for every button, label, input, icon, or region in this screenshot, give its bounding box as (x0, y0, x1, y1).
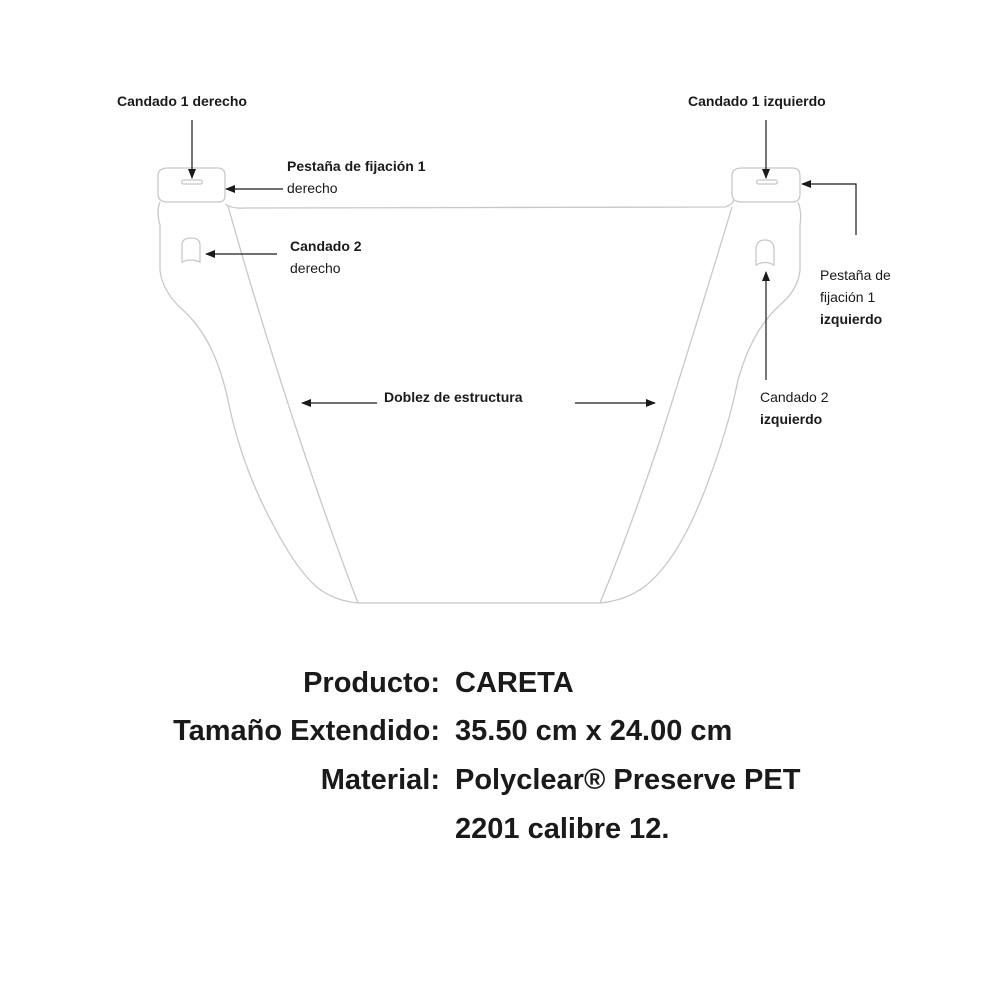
label-candado2-derecho: Candado 2 derecho (290, 238, 362, 276)
left-tab-outline (157, 167, 226, 203)
spec-producto-label: Producto: (303, 667, 440, 699)
label-candado1-izquierdo: Candado 1 izquierdo (688, 93, 826, 109)
left-slot-2 (181, 237, 201, 263)
right-fold-line (599, 206, 733, 604)
top-edge (224, 199, 735, 209)
arrow-pestana-izquierdo (801, 180, 857, 235)
left-fold-line (227, 205, 359, 604)
spec-tamano-value: 35.50 cm x 24.00 cm (455, 715, 733, 747)
label-candado1-derecho: Candado 1 derecho (117, 93, 247, 109)
spec-tamano-label: Tamaño Extendido: (173, 715, 440, 747)
right-slot-2 (755, 239, 775, 267)
spec-material-value-line2: 2201 calibre 12. (455, 813, 670, 845)
label-pestana-derecho: Pestaña de fijación 1 derecho (287, 158, 426, 196)
right-body-outline (599, 201, 802, 604)
left-body-outline (157, 201, 359, 604)
label-pestana-izquierdo: Pestaña de fijación 1 izquierdo (820, 267, 891, 327)
spec-material-label: Material: (320, 764, 440, 796)
label-candado2-izquierdo: Candado 2 izquierdo (760, 389, 829, 427)
arrows (188, 120, 857, 407)
right-tab-outline (731, 167, 801, 203)
spec-producto-value: CARETA (455, 667, 574, 699)
shield-outline (157, 167, 802, 604)
right-slot-1 (755, 179, 779, 185)
label-doblez: Doblez de estructura (384, 389, 523, 405)
left-slot-1 (180, 179, 204, 185)
spec-material-value-line1: Polyclear® Preserve PET (455, 764, 801, 796)
